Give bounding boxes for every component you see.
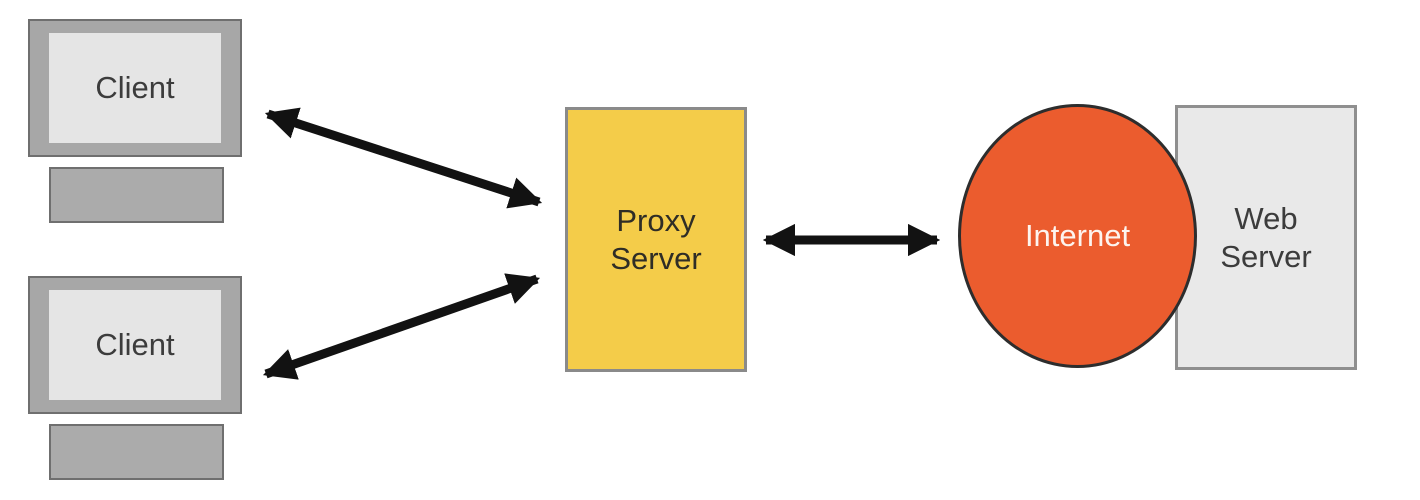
client1-node: Client bbox=[28, 19, 242, 223]
arrow-client2-proxy bbox=[262, 273, 541, 380]
client2-keyboard-icon bbox=[49, 424, 224, 480]
client2-label: Client bbox=[95, 327, 175, 362]
proxy-server-label: Proxy Server bbox=[610, 202, 702, 276]
client2-monitor-icon: Client bbox=[28, 276, 242, 414]
arrow-client1-proxy bbox=[264, 107, 543, 209]
client2-screen: Client bbox=[49, 290, 221, 400]
client2-node: Client bbox=[28, 276, 242, 480]
client1-keyboard-icon bbox=[49, 167, 224, 223]
client1-monitor-icon: Client bbox=[28, 19, 242, 157]
client1-screen: Client bbox=[49, 33, 221, 143]
internet-label: Internet bbox=[1024, 218, 1131, 253]
client1-label: Client bbox=[95, 70, 175, 105]
web-server-label: Web Server bbox=[1220, 200, 1312, 274]
proxy-server-node: Proxy Server bbox=[565, 107, 747, 372]
internet-node: Internet bbox=[958, 104, 1197, 368]
web-server-node: Web Server bbox=[1175, 105, 1357, 370]
